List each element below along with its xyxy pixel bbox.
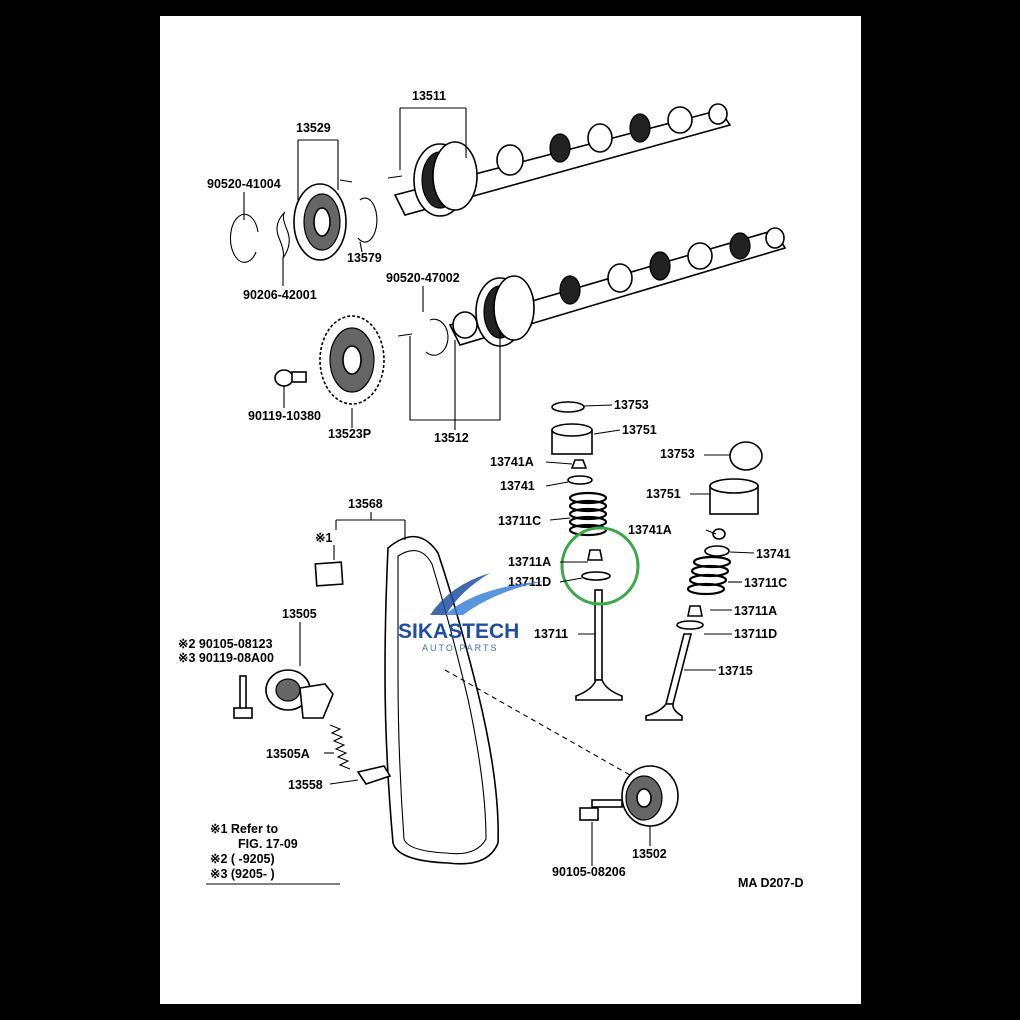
label-ref1: ※1 [315,531,332,545]
leader-lines [206,107,755,885]
bolt-90119-10380 [274,369,307,387]
valve-train-right [645,441,763,721]
watermark-brand: SIKASTECH [398,620,519,643]
label-90105-08206: 90105-08206 [552,865,626,879]
label-13523P: 13523P [328,427,371,441]
label-13751-b: 13751 [646,487,681,501]
label-13529: 13529 [296,121,331,135]
label-13579: 13579 [347,251,382,265]
highlight-circle [560,526,640,606]
snap-ring-90520-47002 [425,318,449,356]
label-13512: 13512 [434,431,469,445]
label-13711C-b: 13711C [744,576,787,590]
label-90105-08123: ※2 90105-08123 [178,637,273,651]
label-90119-10380: 90119-10380 [248,409,321,423]
part-labels: 13511 13529 90520-41004 13579 90206-4200… [178,89,804,890]
wave-washer-90206-42001 [276,211,290,259]
note-ref3: ※3 (9205- ) [210,867,275,881]
note-ref2: ※2 ( -9205) [210,852,275,866]
idler-pulley-13502 [621,765,679,827]
snap-ring-90520-41004 [229,213,259,263]
bolt-90105-08206 [579,799,623,821]
label-13505: 13505 [282,607,317,621]
label-90520-47002: 90520-47002 [386,271,460,285]
label-13711C-a: 13711C [498,514,541,528]
label-13711D-b: 13711D [734,627,777,641]
label-13741-a: 13741 [500,479,535,493]
label-13711: 13711 [534,627,568,641]
stud-13558 [356,765,392,785]
label-13753-a: 13753 [614,398,649,412]
label-13715: 13715 [718,664,753,678]
label-13751-a: 13751 [622,423,657,437]
label-13741-b: 13741 [756,547,791,561]
note-ref1-line1: ※1 Refer to [210,822,278,836]
bolt-90105-08123 [233,675,253,719]
label-13741A-a: 13741A [490,455,534,469]
camshaft-upper [387,103,732,217]
label-13568: 13568 [348,497,383,511]
label-13753-b: 13753 [660,447,695,461]
drawing-code: MA D207-D [738,876,804,890]
label-90206-42001: 90206-42001 [243,288,317,302]
footnotes: ※1 Refer to FIG. 17-09 ※2 ( -9205) ※3 (9… [210,822,298,881]
snap-ring-13579 [357,197,378,243]
timing-pulley-13523P [319,315,385,405]
valve-train-left [551,401,640,701]
watermark-subtitle: AUTO PARTS [422,643,499,653]
label-13741A-b: 13741A [628,523,672,537]
scissors-gear [293,179,353,261]
label-13511: 13511 [412,89,446,103]
label-13505A: 13505A [266,747,310,761]
camshaft-lower [397,227,787,347]
label-13502: 13502 [632,847,667,861]
label-13711A-b: 13711A [734,604,777,618]
timing-belt-13568 [314,535,499,865]
label-13558: 13558 [288,778,323,792]
label-90520-41004: 90520-41004 [207,177,281,191]
label-13711A-a: 13711A [508,555,551,569]
label-90119-08A00: ※3 90119-08A00 [178,651,274,665]
watermark: SIKASTECH AUTO PARTS [398,573,545,653]
tension-spring-13505A [329,724,351,770]
belt-tensioner-13505 [265,669,334,719]
note-ref1-line2: FIG. 17-09 [238,837,298,851]
